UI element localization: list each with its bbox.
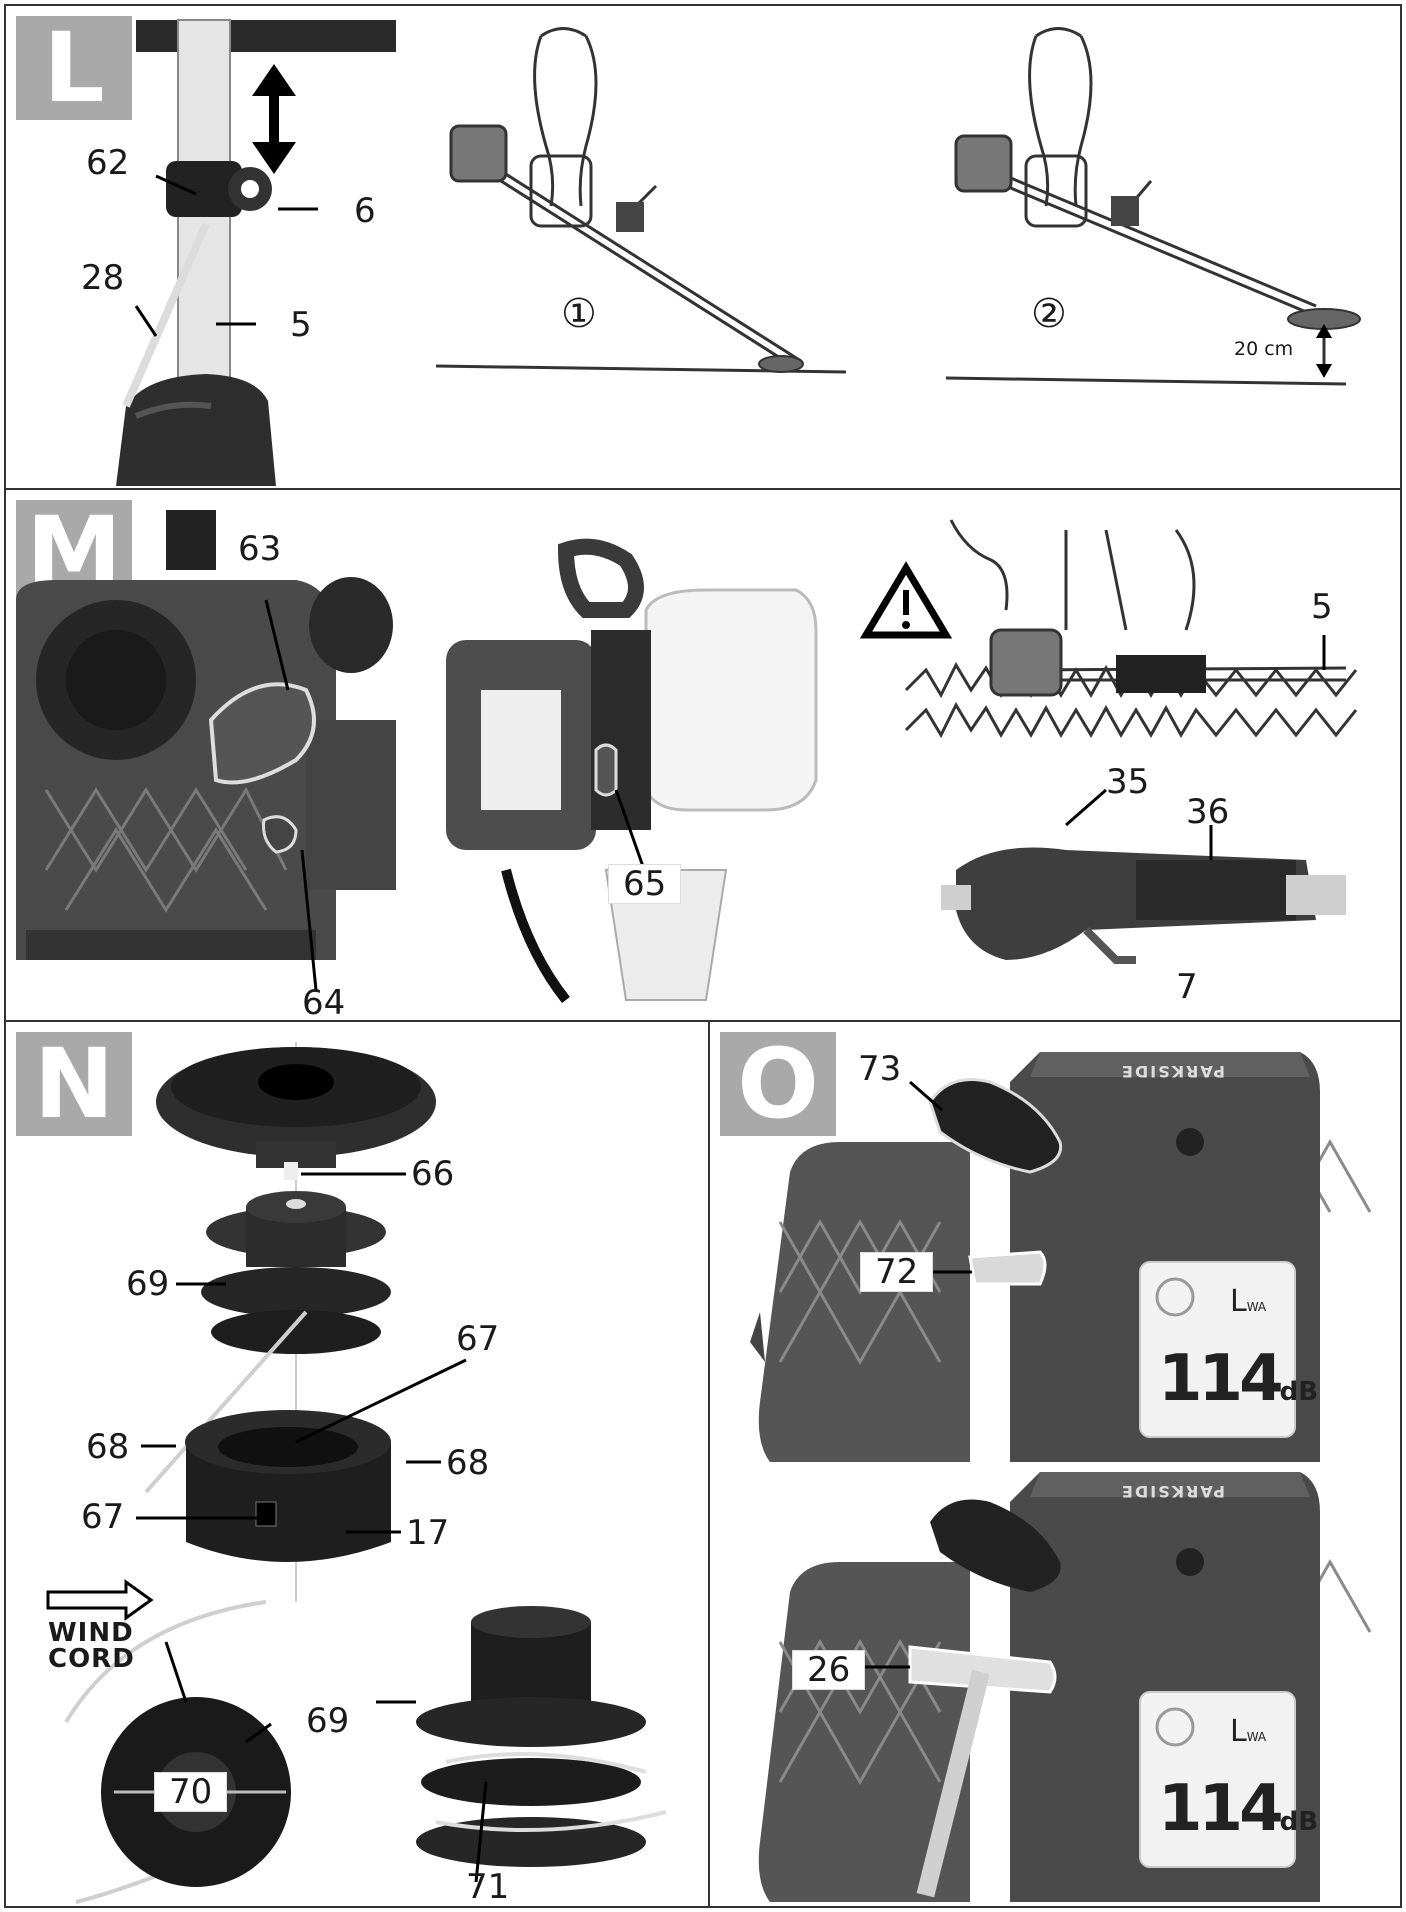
position-2-label: ② bbox=[1031, 291, 1067, 337]
wind-cord-label: WIND CORD bbox=[48, 1620, 135, 1672]
callout-71: 71 bbox=[466, 1867, 510, 1907]
sound-value: 114 bbox=[1158, 1342, 1284, 1416]
sound-unit: dB bbox=[1279, 1807, 1319, 1837]
height-label: 20 cm bbox=[1234, 338, 1294, 360]
callout-17: 17 bbox=[406, 1513, 450, 1553]
callout-65: 65 bbox=[608, 864, 682, 904]
callout-67: 67 bbox=[456, 1319, 500, 1359]
sound-unit: dB bbox=[1279, 1377, 1319, 1407]
callout-67: 67 bbox=[81, 1497, 125, 1537]
position-1-label: ① bbox=[561, 291, 597, 337]
callout-72: 72 bbox=[860, 1252, 934, 1292]
brand-label-bottom: PARKSIDE bbox=[1120, 1482, 1226, 1501]
callout-63: 63 bbox=[238, 529, 282, 569]
panel-l-illustration bbox=[116, 19, 1361, 486]
wind-cord-line-2: CORD bbox=[48, 1644, 135, 1674]
callout-69: 69 bbox=[126, 1264, 170, 1304]
callout-35: 35 bbox=[1106, 762, 1150, 802]
panel-n: N bbox=[4, 1020, 710, 1908]
double-arrow-icon bbox=[252, 64, 296, 174]
panel-o-illustration bbox=[750, 1052, 1372, 1902]
callout-5: 5 bbox=[1311, 587, 1333, 627]
callout-66: 66 bbox=[411, 1154, 455, 1194]
sound-label-bottom: LWA 114dB bbox=[1150, 1702, 1318, 1862]
wind-direction-arrow-icon bbox=[46, 1579, 154, 1621]
lwa-subscript: WA bbox=[1246, 1730, 1267, 1744]
panel-o: O bbox=[708, 1020, 1402, 1908]
callout-70: 70 bbox=[154, 1772, 228, 1812]
callout-7: 7 bbox=[1176, 967, 1198, 1007]
callout-5: 5 bbox=[290, 305, 312, 345]
panel-letter-l: L bbox=[16, 16, 132, 120]
callout-62: 62 bbox=[86, 143, 130, 183]
brand-label-top: PARKSIDE bbox=[1120, 1062, 1226, 1081]
wind-cord-line-1: WIND bbox=[48, 1618, 134, 1648]
callout-28: 28 bbox=[81, 258, 125, 298]
warning-icon bbox=[859, 561, 953, 639]
panel-letter-n: N bbox=[16, 1032, 132, 1136]
panel-m: M bbox=[4, 488, 1402, 1022]
callout-69: 69 bbox=[306, 1701, 350, 1741]
callout-6: 6 bbox=[354, 191, 376, 231]
callout-36: 36 bbox=[1186, 792, 1230, 832]
panel-n-illustration bbox=[46, 1042, 667, 1904]
lwa-subscript: WA bbox=[1246, 1300, 1267, 1314]
callout-68: 68 bbox=[446, 1443, 490, 1483]
callout-64: 64 bbox=[302, 983, 346, 1022]
sound-value: 114 bbox=[1158, 1772, 1284, 1846]
panel-l: L bbox=[4, 4, 1402, 490]
panel-letter-o: O bbox=[720, 1032, 836, 1136]
lwa-symbol: L bbox=[1230, 1714, 1247, 1749]
callout-26: 26 bbox=[792, 1650, 866, 1690]
callout-68: 68 bbox=[86, 1427, 130, 1467]
panel-m-illustration bbox=[16, 510, 1358, 1004]
lwa-symbol: L bbox=[1230, 1284, 1247, 1319]
callout-73: 73 bbox=[858, 1049, 902, 1089]
sound-label-top: LWA 114dB bbox=[1150, 1272, 1318, 1432]
